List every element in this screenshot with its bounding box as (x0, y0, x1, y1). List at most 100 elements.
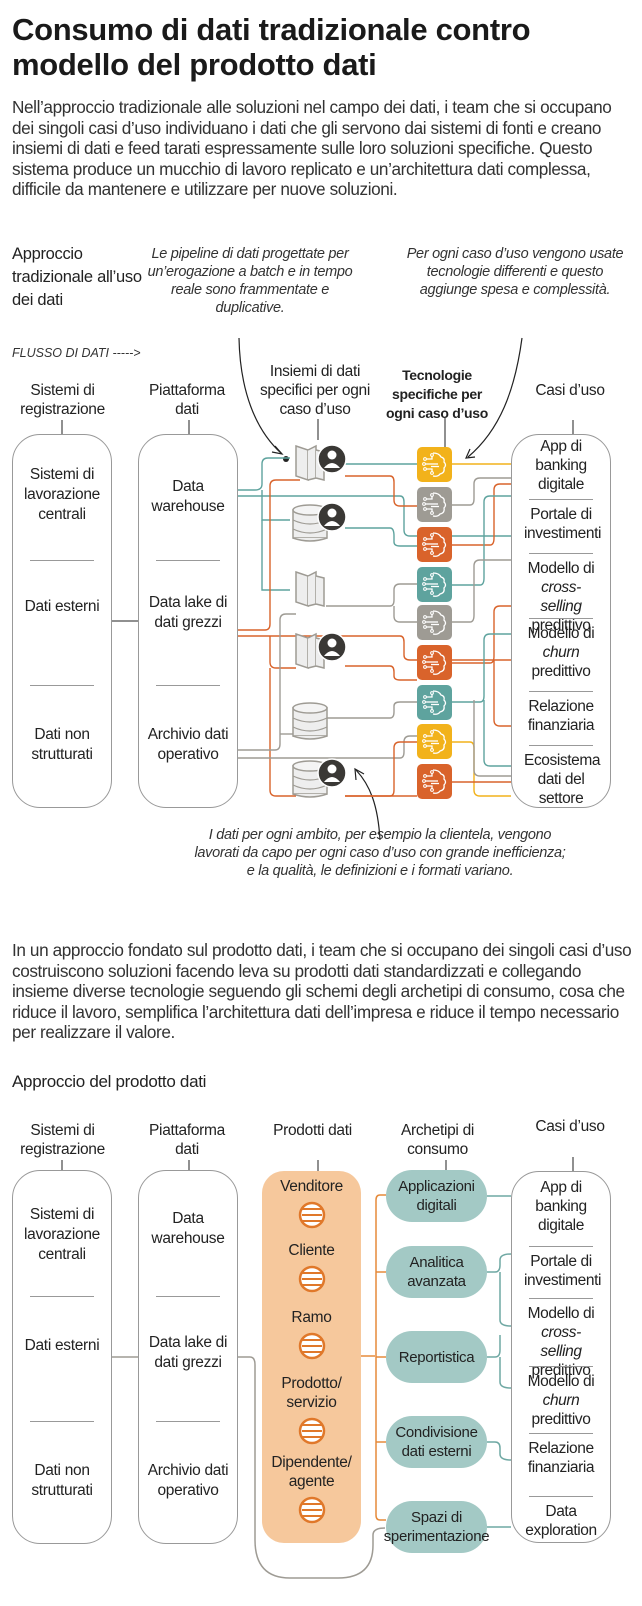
separator (30, 1421, 94, 1422)
system-item: Dati esterni (24, 1337, 100, 1354)
data-product-label: Dipendente/ agente (271, 1454, 352, 1490)
circuit-brain-icon (422, 769, 447, 794)
archetype-item: Spazi di sperimentazione (384, 1501, 490, 1553)
circuit-brain-icon (422, 492, 447, 517)
technology-chip (417, 724, 452, 759)
archetype-item: Analitica avanzata (386, 1246, 487, 1298)
data-pipeline-line (238, 479, 300, 631)
use-case-item: App di banking digitale (512, 1178, 610, 1235)
data-pipeline-line (345, 527, 417, 547)
data-pipeline-line (238, 457, 290, 491)
user-icon (317, 502, 347, 532)
use-case-text-italic: churn (542, 644, 580, 661)
use-case-item: Relazione finanziaria (512, 697, 610, 735)
data-product-item: Dipendente/ agente (262, 1453, 361, 1525)
use-case-item: Data exploration (512, 1502, 610, 1540)
separator (529, 1366, 593, 1367)
data-pipeline-line (345, 475, 417, 507)
outro-paragraph: In un approccio fondato sul prodotto dat… (12, 940, 632, 1042)
col-head-datasets: Insiemi di dati specifici per ogni caso … (259, 363, 371, 418)
system-item: Dati esterni (24, 598, 100, 615)
separator (529, 745, 593, 746)
data-pipeline-line (238, 495, 600, 537)
use-case-text: Relazione finanziaria (527, 1440, 595, 1476)
use-case-text: Modello di (527, 1373, 595, 1390)
use-case-text: App di banking digitale (535, 438, 587, 493)
use-case-text-italic: churn (542, 1392, 580, 1409)
use-case-text: Modello di (527, 1305, 595, 1322)
use-case-item: Relazione finanziaria (512, 1439, 610, 1477)
col-head-systems-product: Sistemi di registrazione (20, 1122, 105, 1158)
col-head-systems: Sistemi di registrazione (20, 382, 105, 418)
technology-chip (417, 447, 452, 482)
systems-column-traditional: Sistemi di lavorazione centrali Dati est… (12, 434, 112, 808)
separator (529, 1298, 593, 1299)
data-pipeline-line (345, 665, 417, 681)
platform-item: Data warehouse (151, 1210, 225, 1247)
use-case-item: Portale di investimenti (512, 505, 610, 543)
globe-icon (298, 1496, 325, 1524)
user-icon (317, 632, 347, 662)
col-head-usecases-product: Casi d’uso (535, 1118, 605, 1135)
data-product-item: Prodotto/ servizio (262, 1374, 361, 1446)
separator (30, 685, 94, 686)
data-pipeline-line (452, 495, 511, 586)
data-pipeline-line (238, 613, 296, 751)
separator (529, 618, 593, 619)
archetype-item: Applicazioni digitali (386, 1170, 487, 1222)
system-item: Dati non strutturati (31, 726, 93, 763)
circuit-brain-icon (422, 729, 447, 754)
technology-chip (417, 487, 452, 522)
use-case-text: Portale di investimenti (524, 506, 602, 542)
col-head-products: Prodotti dati (273, 1122, 352, 1139)
globe-icon (298, 1265, 325, 1293)
separator (30, 1296, 94, 1297)
technology-chip (417, 527, 452, 562)
data-product-item: Ramo (262, 1308, 361, 1361)
circuit-brain-icon (422, 572, 447, 597)
globe-icon (298, 1332, 325, 1360)
separator (156, 1421, 220, 1422)
archetype-label: Reportistica (398, 1348, 475, 1366)
data-pipeline-line (493, 660, 511, 727)
use-case-text: predittivo (531, 1411, 591, 1428)
globe-icon (298, 1417, 325, 1445)
system-item: Dati non strutturati (31, 1462, 93, 1499)
annotation-technologies: Per ogni caso d’uso vengono usate tecnol… (406, 246, 624, 298)
separator (529, 1246, 593, 1247)
use-case-text-italic: cross-selling (540, 1324, 582, 1360)
data-pipeline-line (326, 701, 417, 719)
archetype-label: Analitica avanzata (407, 1254, 466, 1290)
use-case-item: App di banking digitale (512, 437, 610, 494)
data-pipeline-line (452, 477, 511, 506)
data-pipeline-line (452, 633, 511, 703)
platform-item: Data lake di dati grezzi (148, 594, 228, 631)
col-head-usecases: Casi d’uso (535, 382, 605, 399)
technology-chip (417, 605, 452, 640)
data-product-label: Ramo (291, 1309, 332, 1326)
data-pipeline-line (238, 735, 420, 759)
data-pipeline-line (452, 483, 511, 546)
data-pipeline-line (269, 668, 296, 797)
circuit-brain-icon (422, 610, 447, 635)
use-case-item: Modello di churn predittivo (512, 1372, 610, 1429)
document-stack-icon (295, 570, 325, 608)
archetype-label: Applicazioni digitali (398, 1178, 475, 1214)
circuit-brain-icon (422, 690, 447, 715)
technology-chip (417, 685, 452, 720)
globe-icon (298, 1201, 325, 1229)
systems-column-product: Sistemi di lavorazione centrali Dati est… (12, 1170, 112, 1544)
separator (529, 691, 593, 692)
system-item: Sistemi di lavorazione centrali (24, 466, 100, 523)
technology-chip (417, 764, 452, 799)
platform-item: Archivio dati operativo (147, 726, 229, 763)
platform-item: Archivio dati operativo (147, 1462, 229, 1499)
user-icon (317, 758, 347, 788)
use-case-text-italic: cross-selling (540, 579, 582, 615)
